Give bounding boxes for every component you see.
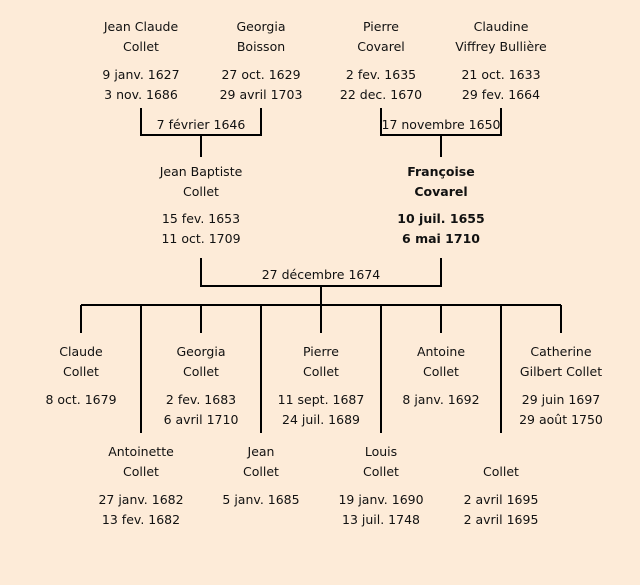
birth-date: 2 fev. 1635 [345, 67, 417, 82]
death-date: 11 oct. 1709 [161, 231, 241, 246]
marriage-bracket-covarel-viffrey [380, 108, 502, 157]
last-name: Collet [63, 364, 99, 379]
last-name: Collet [183, 364, 219, 379]
last-name: Collet [123, 39, 159, 54]
birth-date: 5 janv. 1685 [222, 492, 300, 507]
death-date: 22 dec. 1670 [339, 87, 423, 102]
first-name: Georgia [176, 344, 226, 359]
birth-date: 8 oct. 1679 [45, 392, 117, 407]
last-name: Collet [243, 464, 279, 479]
first-name [416, 442, 586, 462]
child-catherine-gilbert-collet: Catherine Gilbert Collet 29 juin 1697 29… [476, 342, 640, 430]
first-name: Antoinette [108, 444, 174, 459]
marriage-date: 27 décembre 1674 [261, 267, 381, 282]
birth-date: 27 janv. 1682 [98, 492, 184, 507]
death-date: 2 avril 1695 [463, 512, 539, 527]
child-antoinette-collet: Antoinette Collet 27 janv. 1682 13 fev. … [56, 442, 226, 530]
last-name: Collet [123, 464, 159, 479]
marriage-date: 7 février 1646 [156, 117, 246, 132]
marriage-bracket-collet-covarel [200, 258, 442, 305]
birth-date: 8 janv. 1692 [402, 392, 480, 407]
child-louis-collet: Louis Collet 19 janv. 1690 13 juil. 1748 [296, 442, 466, 530]
first-name: Pierre [363, 19, 399, 34]
last-name: Viffrey Bullière [455, 39, 547, 54]
first-name: Louis [364, 444, 398, 459]
birth-date: 27 oct. 1629 [221, 67, 301, 82]
death-date: 3 nov. 1686 [104, 87, 178, 102]
child-antoine-collet: Antoine Collet 8 janv. 1692 [356, 342, 526, 430]
death-date: 29 avril 1703 [219, 87, 303, 102]
person-francoise-covarel: Françoise Covarel 10 juil. 1655 6 mai 17… [356, 162, 526, 249]
first-name: Jean Baptiste [159, 164, 243, 179]
last-name: Collet [363, 464, 399, 479]
first-name: Françoise [407, 164, 475, 179]
person-jean-claude-collet: Jean Claude Collet 9 janv. 1627 3 nov. 1… [56, 17, 226, 105]
last-name: Collet [183, 184, 219, 199]
last-name: Collet [423, 364, 459, 379]
person-georgia-boisson: Georgia Boisson 27 oct. 1629 29 avril 17… [176, 17, 346, 105]
marriage-bracket-collet-boisson [140, 108, 262, 157]
first-name: Claude [59, 344, 103, 359]
death-date: 6 avril 1710 [163, 412, 239, 427]
first-name: Georgia [236, 19, 286, 34]
birth-date: 10 juil. 1655 [397, 211, 485, 226]
last-name: Collet [483, 464, 519, 479]
birth-date: 29 juin 1697 [521, 392, 601, 407]
death-date: 13 fev. 1682 [101, 512, 181, 527]
child-claude-collet: Claude Collet 8 oct. 1679 [0, 342, 166, 430]
birth-date: 2 fev. 1683 [165, 392, 237, 407]
first-name: Antoine [416, 344, 466, 359]
last-name: Covarel [414, 184, 468, 199]
child-georgia-collet: Georgia Collet 2 fev. 1683 6 avril 1710 [116, 342, 286, 430]
death-date: 13 juil. 1748 [342, 512, 420, 527]
birth-date: 21 oct. 1633 [461, 67, 541, 82]
child-jean-collet: Jean Collet 5 janv. 1685 [176, 442, 346, 530]
first-name: Catherine [530, 344, 592, 359]
child-drops-bottom [140, 305, 502, 433]
last-name: Collet [303, 364, 339, 379]
person-pierre-covarel: Pierre Covarel 2 fev. 1635 22 dec. 1670 [296, 17, 466, 105]
first-name: Claudine [473, 19, 529, 34]
death-date: 24 juil. 1689 [282, 412, 360, 427]
person-jean-baptiste-collet: Jean Baptiste Collet 15 fev. 1653 11 oct… [116, 162, 286, 249]
death-date: 6 mai 1710 [402, 231, 480, 246]
death-date: 29 août 1750 [519, 412, 603, 427]
first-name: Jean [247, 444, 275, 459]
birth-date: 2 avril 1695 [463, 492, 539, 507]
child-unnamed-collet: Collet 2 avril 1695 2 avril 1695 [416, 442, 586, 530]
first-name: Pierre [303, 344, 339, 359]
birth-date: 11 sept. 1687 [277, 392, 365, 407]
last-name: Covarel [357, 39, 405, 54]
marriage-date: 17 novembre 1650 [381, 117, 501, 132]
person-claudine-viffrey-bulliere: Claudine Viffrey Bullière 21 oct. 1633 2… [416, 17, 586, 105]
child-pierre-collet: Pierre Collet 11 sept. 1687 24 juil. 168… [236, 342, 406, 430]
birth-date: 9 janv. 1627 [102, 67, 180, 82]
birth-date: 19 janv. 1690 [338, 492, 424, 507]
first-name: Jean Claude [103, 19, 179, 34]
birth-date: 15 fev. 1653 [161, 211, 241, 226]
child-drops-top [80, 305, 562, 333]
last-name: Boisson [236, 39, 286, 54]
last-name: Gilbert Collet [519, 364, 603, 379]
death-date: 29 fev. 1664 [461, 87, 541, 102]
